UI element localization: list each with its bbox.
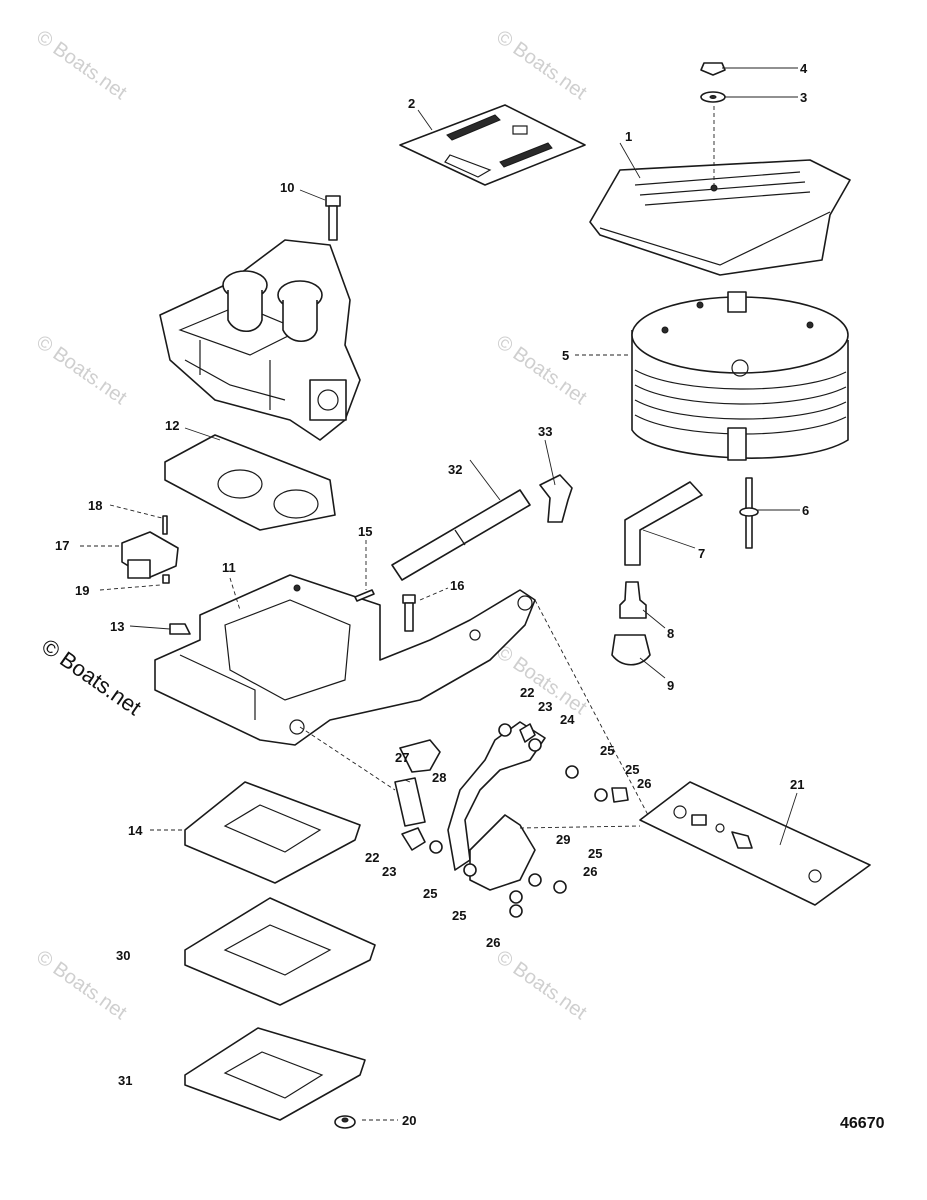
callout-22a: 22 (520, 685, 534, 700)
callout-14: 14 (128, 823, 143, 838)
part-sensor (121, 515, 179, 584)
part-fitting-grommet (611, 581, 651, 666)
part-decal (399, 104, 586, 186)
part-cover (589, 159, 851, 276)
callout-12: 12 (165, 418, 179, 433)
callout-31: 31 (118, 1073, 132, 1088)
part-kit-21 (639, 781, 871, 906)
callout-32: 32 (448, 462, 462, 477)
part-linkage (399, 721, 629, 918)
watermark-side: © Boats.net (37, 634, 146, 721)
leader-lines (80, 67, 800, 1121)
callout-25a: 25 (600, 743, 614, 758)
part-pin-15 (354, 589, 375, 602)
part-washer-nut (700, 62, 726, 185)
part-gasket-30 (184, 897, 376, 1006)
watermark-top-left: © Boats.net (32, 26, 131, 104)
callout-8: 8 (667, 626, 674, 641)
callout-22b: 22 (365, 850, 379, 865)
part-hose-32 (391, 489, 531, 581)
part-gasket-14 (184, 781, 361, 884)
part-gasket-31 (184, 1027, 366, 1121)
part-vent-hose (624, 481, 703, 566)
part-throttle-body (159, 239, 361, 441)
watermark-top-right: © Boats.net (492, 26, 591, 104)
callout-25d: 25 (423, 886, 437, 901)
part-bushing-27 (394, 777, 426, 827)
callout-2: 2 (408, 96, 415, 111)
callout-33: 33 (538, 424, 552, 439)
part-gasket-12 (164, 434, 336, 531)
callout-16: 16 (450, 578, 464, 593)
watermark-low-right: © Boats.net (492, 946, 591, 1024)
callout-23a: 23 (538, 699, 552, 714)
callout-26a: 26 (637, 776, 651, 791)
watermark-mid-right: © Boats.net (492, 331, 591, 409)
callout-9: 9 (667, 678, 674, 693)
callout-1: 1 (625, 129, 632, 144)
callout-28: 28 (432, 770, 446, 785)
drawing-number: 46670 (840, 1115, 885, 1132)
callout-11: 11 (222, 560, 236, 575)
callout-6: 6 (802, 503, 809, 518)
callout-21: 21 (790, 777, 804, 792)
callout-25b: 25 (625, 762, 639, 777)
callout-26c: 26 (486, 935, 500, 950)
callout-29: 29 (556, 832, 570, 847)
part-bolt-16 (402, 594, 416, 632)
callout-numbers: 1 2 3 4 5 6 7 8 9 10 11 12 13 14 15 16 1… (55, 61, 809, 1128)
part-stud (739, 477, 759, 549)
callout-27: 27 (395, 750, 409, 765)
callout-17: 17 (55, 538, 69, 553)
callout-24: 24 (560, 712, 575, 727)
callout-25c: 25 (588, 846, 602, 861)
callout-26b: 26 (583, 864, 597, 879)
callout-19: 19 (75, 583, 89, 598)
part-elbow-33 (539, 474, 573, 523)
callout-7: 7 (698, 546, 705, 561)
callout-25e: 25 (452, 908, 466, 923)
callout-13: 13 (110, 619, 124, 634)
callout-30: 30 (116, 948, 130, 963)
part-bolt-10 (325, 195, 341, 241)
part-fitting-13 (169, 623, 191, 635)
callout-18: 18 (88, 498, 102, 513)
callout-5: 5 (562, 348, 569, 363)
callout-10: 10 (280, 180, 294, 195)
callout-3: 3 (800, 90, 807, 105)
part-throttle-bracket (154, 574, 536, 746)
watermark-mid-left: © Boats.net (32, 331, 131, 409)
part-flame-arrestor (631, 291, 849, 461)
callout-15: 15 (358, 524, 372, 539)
callout-20: 20 (402, 1113, 416, 1128)
callout-23b: 23 (382, 864, 396, 879)
part-nut-20 (334, 1115, 356, 1129)
callout-4: 4 (800, 61, 808, 76)
